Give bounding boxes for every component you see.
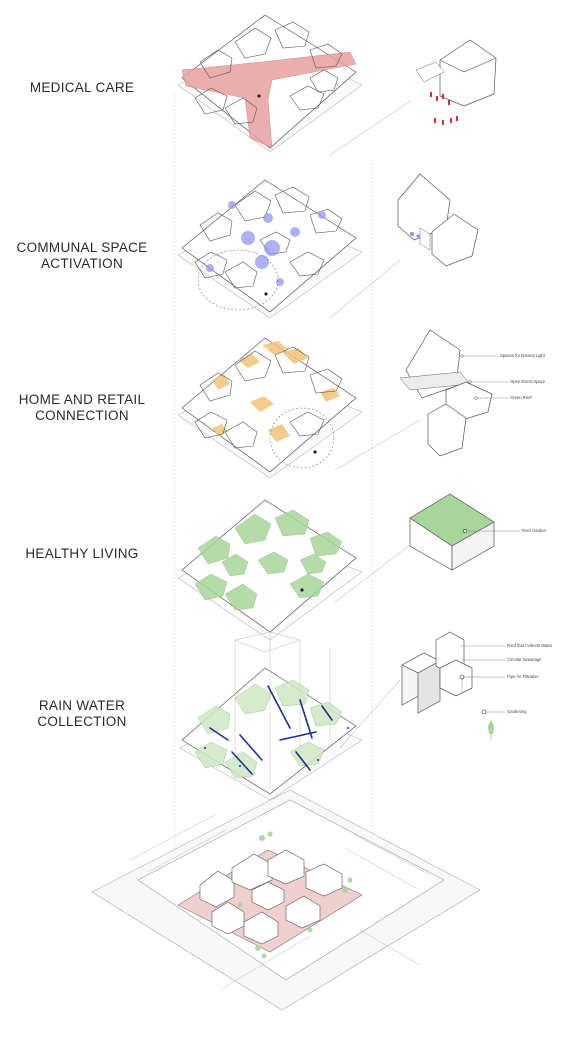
annotation-roof-collects-water: Roof that Collects Water <box>507 643 553 648</box>
layer-title-rain: RAIN WATER COLLECTION <box>37 698 127 729</box>
layer-title-medical: MEDICAL CARE <box>29 80 135 95</box>
annotation-natural-light: Spaces for Natural Light <box>500 353 545 358</box>
layer-retail-site <box>177 337 363 479</box>
alignment-guides <box>174 95 373 880</box>
annotation-open-event-space: Open Event Space <box>510 379 546 384</box>
medical-detail-inset <box>329 39 497 156</box>
layer-title-retail: HOME AND RETAIL CONNECTION <box>18 392 146 423</box>
layer-title-communal: COMMUNAL SPACE ACTIVATION <box>16 240 148 271</box>
annotation-roof-garden: Roof Garden <box>522 528 546 533</box>
healthy-detail-inset <box>334 493 520 603</box>
layer-rain-site <box>179 631 363 801</box>
base-master-plan <box>91 789 481 1011</box>
communal-detail-inset <box>329 173 479 319</box>
layer-communal-site <box>177 179 363 319</box>
layer-title-healthy: HEALTHY LIVING <box>25 546 139 561</box>
rain-detail-inset <box>339 631 505 749</box>
annotation-gardening: Gardening <box>507 709 527 714</box>
annotation-circular-sewerage: Circular Sewerage <box>507 657 542 662</box>
annotation-green-roof: Green Roof <box>510 395 532 400</box>
layer-medical-site <box>177 14 363 153</box>
annotation-pipe-filtration: Pipe for Filtration <box>507 674 539 679</box>
layer-healthy-site <box>177 499 363 641</box>
retail-detail-inset <box>334 329 508 471</box>
